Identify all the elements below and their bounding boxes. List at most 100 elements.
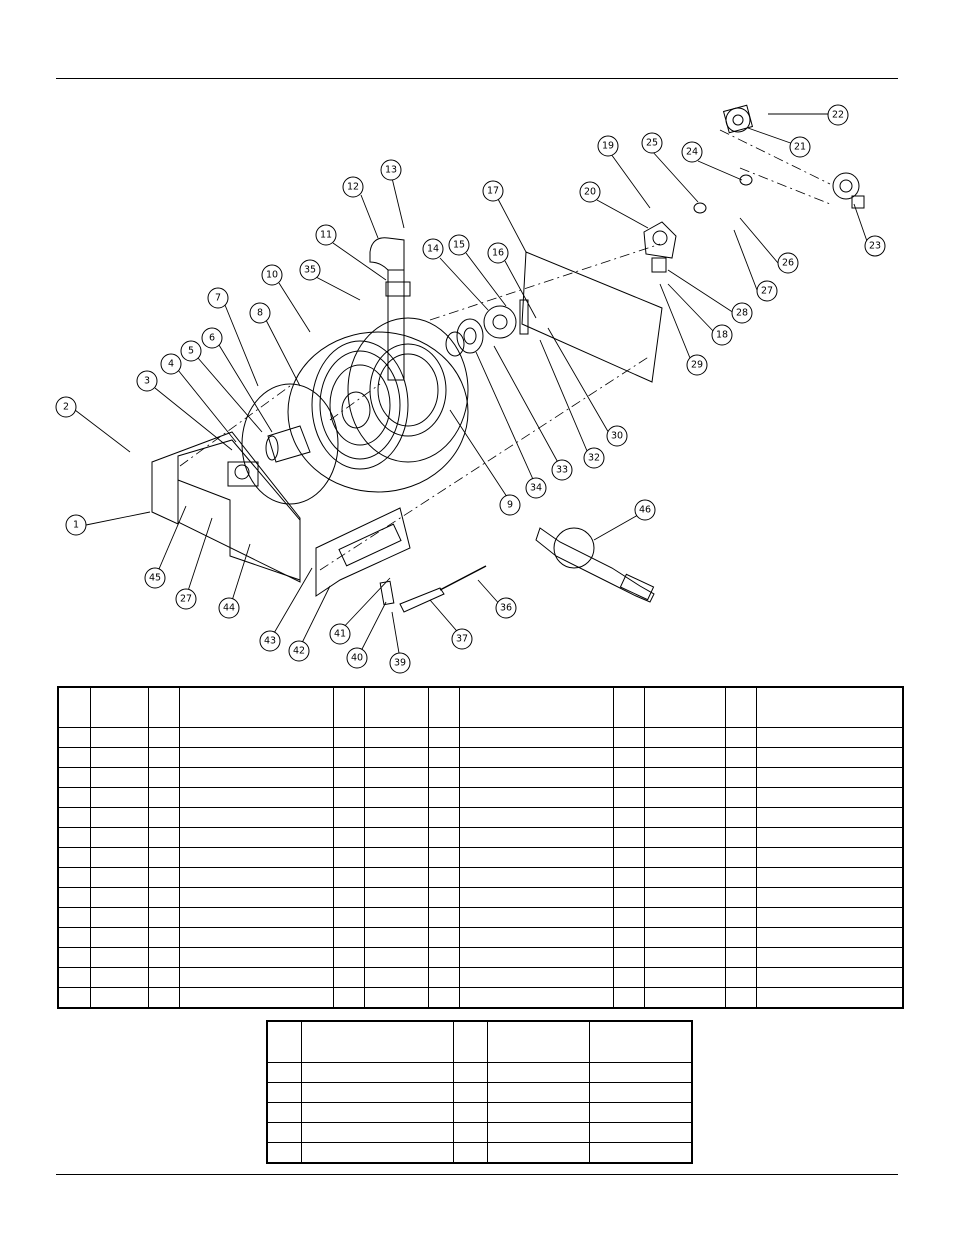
parts-list-header: [57, 686, 904, 728]
table-cell: [612, 727, 645, 748]
callout-number: 16: [492, 248, 504, 259]
table-cell: [486, 1082, 590, 1103]
elbow-12: [369, 237, 405, 271]
table-cell: [147, 927, 180, 948]
callout-45: 45: [144, 567, 166, 589]
table-cell: [178, 747, 334, 768]
table-cell: [332, 867, 365, 888]
table-cell: [332, 827, 365, 848]
table-cell: [612, 987, 645, 1009]
table-cell: [178, 947, 334, 968]
table-cell: [332, 987, 365, 1009]
callout-43: 43: [259, 630, 281, 652]
bearing-20: [643, 221, 677, 259]
table-cell: [458, 727, 614, 748]
parts-list-body: [57, 727, 904, 1009]
table-row: [57, 907, 904, 928]
table-cell: [57, 827, 91, 848]
table-cell: [427, 827, 460, 848]
table-cell: [458, 847, 614, 868]
table-cell: [178, 847, 334, 868]
callout-number: 22: [832, 110, 844, 121]
variant-table-body: [266, 1062, 693, 1164]
table-cell: [458, 907, 614, 928]
footer-rule: [56, 1174, 898, 1175]
callout-number: 32: [588, 453, 600, 464]
table-cell: [452, 1142, 488, 1164]
table-cell: [724, 967, 757, 988]
table-cell: [755, 727, 904, 748]
callout-7: 7: [207, 287, 229, 309]
table-cell: [178, 867, 334, 888]
callout-29: 29: [686, 354, 708, 376]
table-cell: [724, 847, 757, 868]
callout-number: 35: [304, 265, 316, 276]
callout-number: 7: [215, 293, 221, 304]
callout-number: 8: [257, 308, 263, 319]
table-cell: [612, 827, 645, 848]
callout-number: 17: [487, 186, 499, 197]
table-cell: [57, 807, 91, 828]
table-cell: [147, 907, 180, 928]
table-cell: [147, 747, 180, 768]
table-cell: [724, 827, 757, 848]
callout-5: 5: [180, 340, 202, 362]
table-cell: [363, 767, 429, 788]
callout-number: 6: [209, 333, 215, 344]
table-cell: [427, 787, 460, 808]
table-cell: [266, 1082, 302, 1103]
table-cell: [332, 847, 365, 868]
callout-number: 27: [180, 594, 192, 605]
table-cell: [612, 807, 645, 828]
table-cell: [89, 827, 149, 848]
callout-19: 19: [597, 135, 619, 157]
callout-number: 10: [266, 270, 278, 281]
callout-number: 34: [530, 483, 542, 494]
callout-number: 33: [556, 465, 568, 476]
table-row: [57, 967, 904, 988]
callout-41: 41: [329, 623, 351, 645]
table-cell: [266, 1122, 302, 1143]
table-cell: [724, 767, 757, 788]
callout-number: 46: [639, 505, 651, 516]
table-cell: [643, 827, 726, 848]
table-row: [266, 1062, 693, 1083]
callout-number: 28: [736, 308, 748, 319]
table-cell: [643, 967, 726, 988]
callout-44: 44: [218, 597, 240, 619]
callout-2: 2: [55, 396, 77, 418]
header-rule: [56, 78, 898, 79]
callout-34: 34: [525, 477, 547, 499]
table-cell: [57, 847, 91, 868]
table-cell: [89, 727, 149, 748]
callout-number: 13: [385, 165, 397, 176]
table-cell: [612, 947, 645, 968]
table-cell: [147, 727, 180, 748]
table-cell: [643, 807, 726, 828]
table-cell: [147, 787, 180, 808]
table-cell: [458, 927, 614, 948]
table-cell: [724, 987, 757, 1009]
callout-6: 6: [201, 327, 223, 349]
drum-disc-10: [287, 331, 469, 493]
table-cell: [178, 887, 334, 908]
table-cell: [724, 907, 757, 928]
hub-14: [483, 305, 517, 339]
table-cell: [332, 727, 365, 748]
table-cell: [147, 767, 180, 788]
callout-number: 29: [691, 360, 703, 371]
table-cell: [755, 887, 904, 908]
table-cell: [755, 967, 904, 988]
callout-number: 36: [500, 603, 512, 614]
table-cell: [612, 907, 645, 928]
table-row: [266, 1122, 693, 1143]
callout-9: 9: [499, 494, 521, 516]
callout-number: 3: [144, 376, 150, 387]
table-cell: [755, 827, 904, 848]
table-cell: [363, 807, 429, 828]
table-cell: [427, 847, 460, 868]
table-cell: [612, 967, 645, 988]
table-cell: [643, 747, 726, 768]
table-cell: [89, 927, 149, 948]
table-cell: [724, 787, 757, 808]
